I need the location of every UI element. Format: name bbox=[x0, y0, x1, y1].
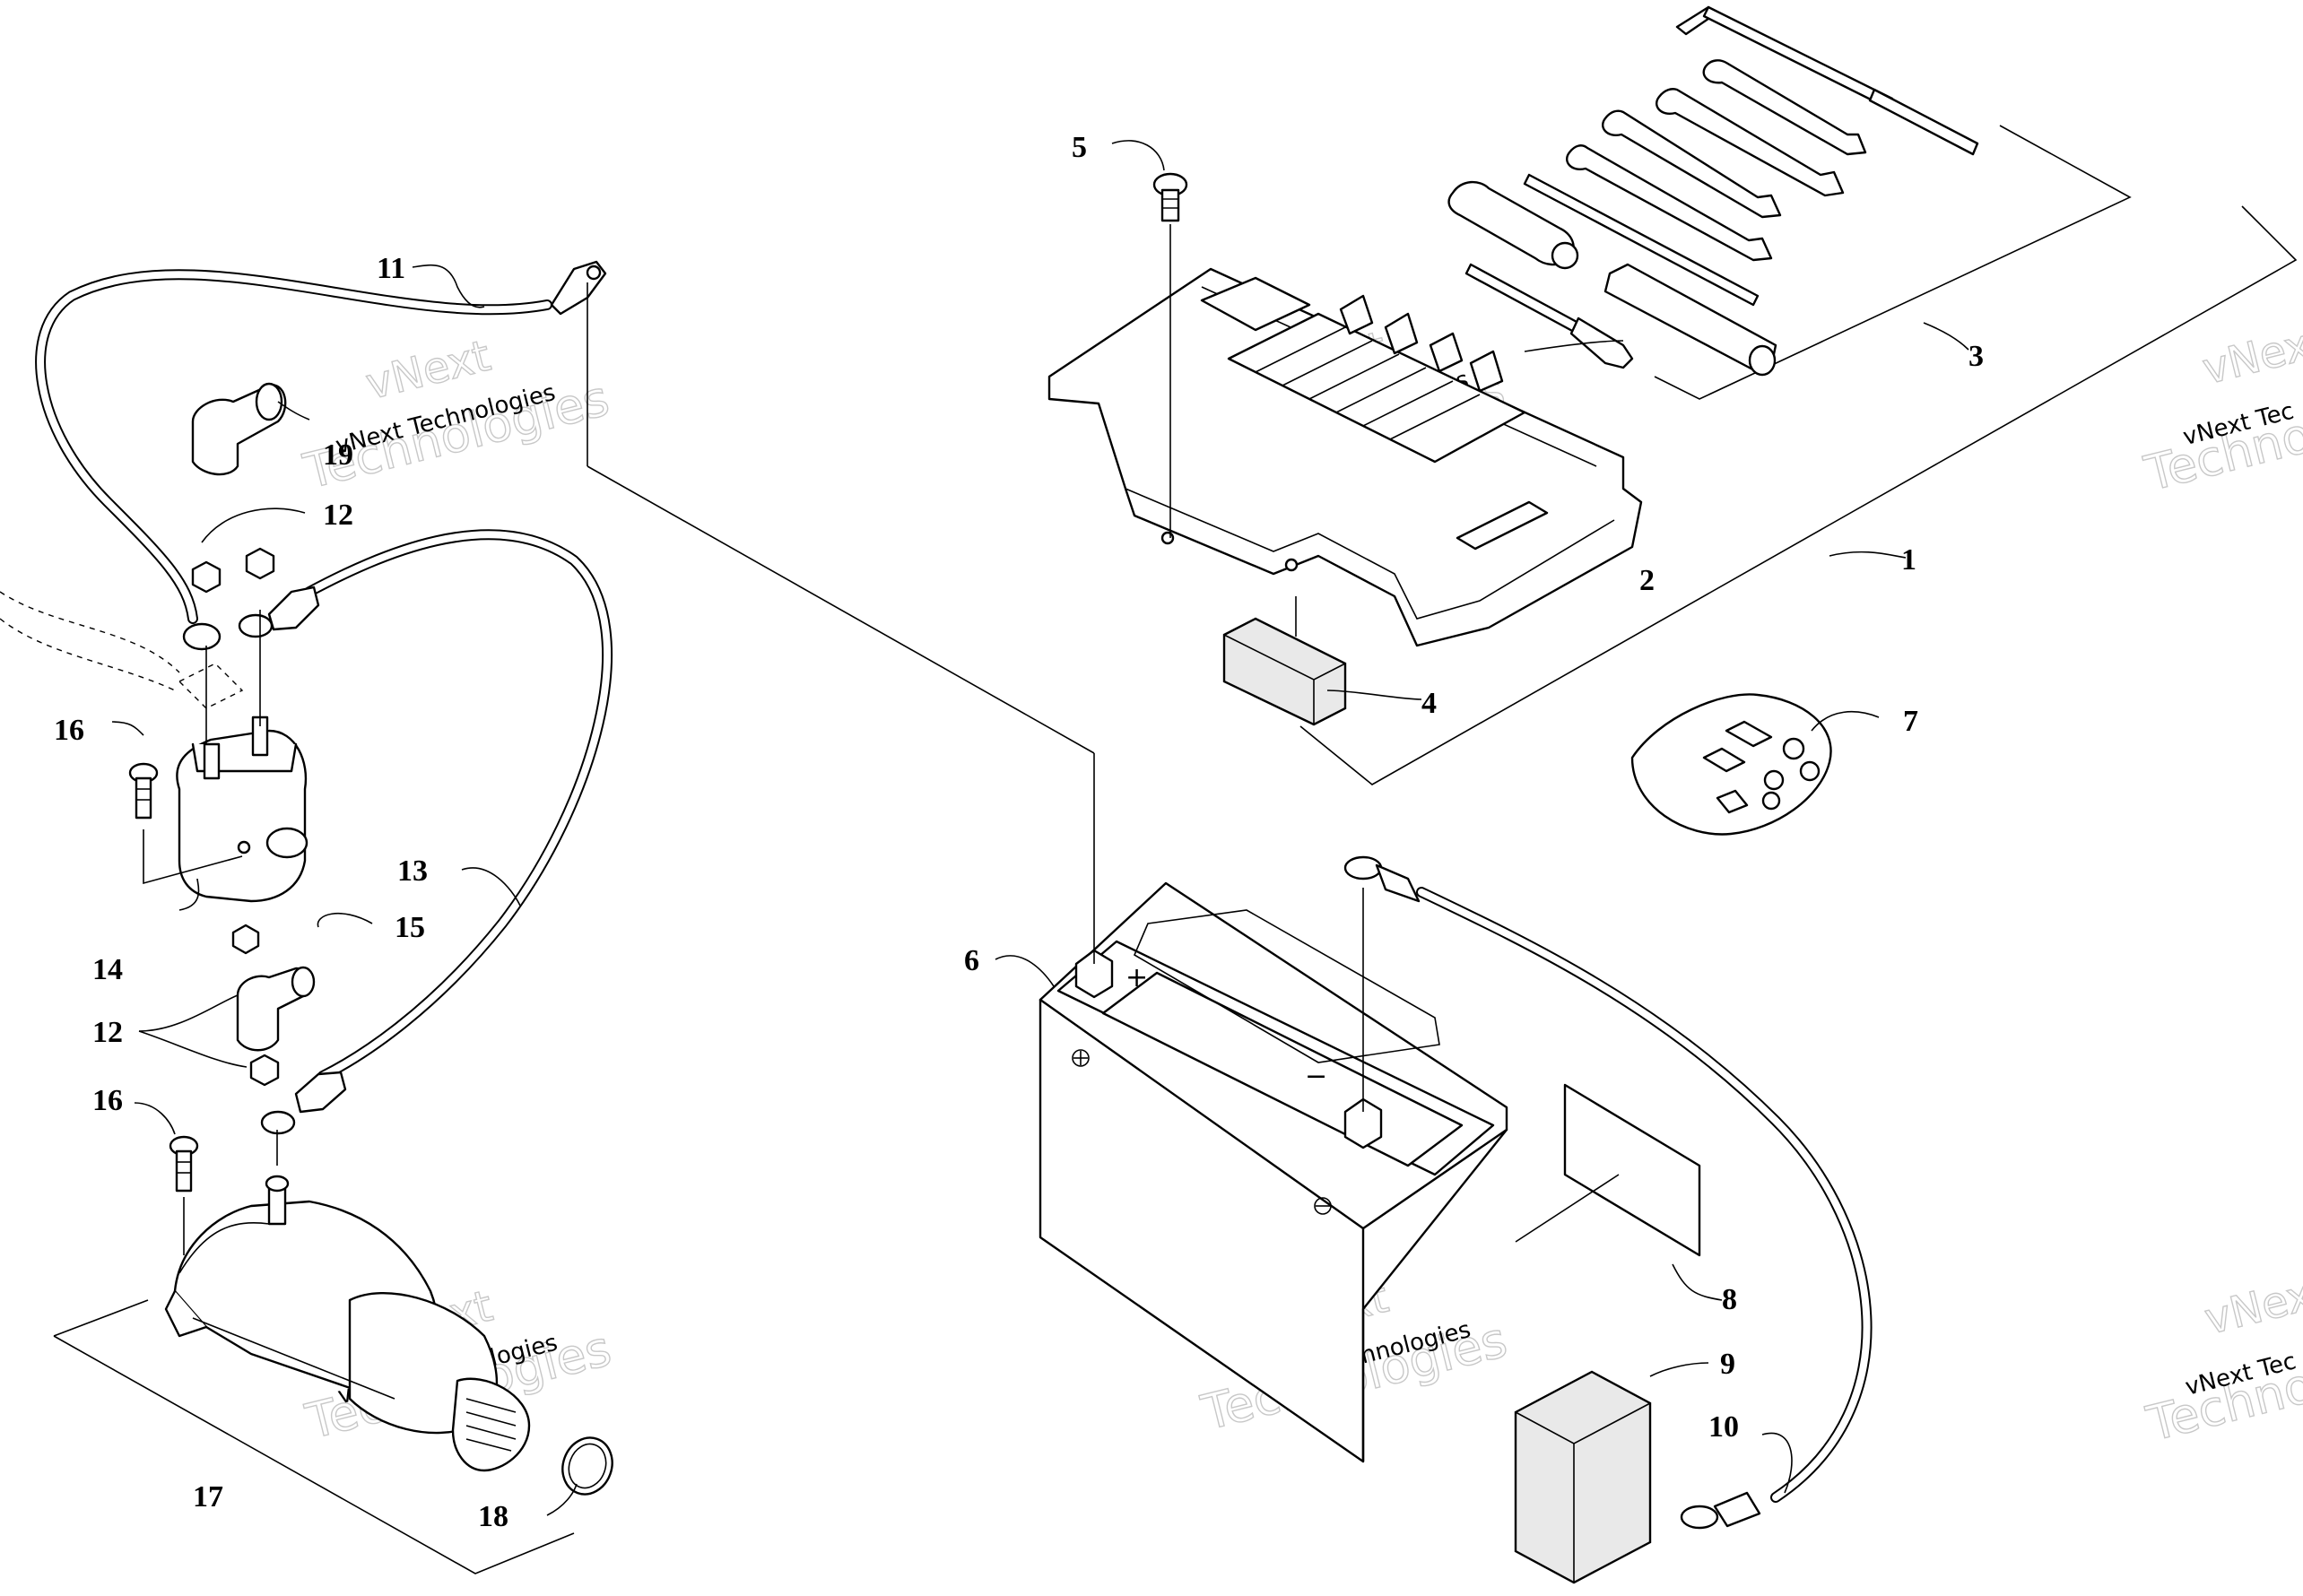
callout-8: 8 bbox=[1722, 1283, 1737, 1316]
callout-19: 19 bbox=[323, 438, 353, 472]
bolt-5 bbox=[1152, 172, 1188, 538]
nut-12-low bbox=[249, 1054, 280, 1087]
bolt-16-bottom bbox=[169, 1135, 199, 1255]
terminal-boot-19 bbox=[191, 382, 287, 476]
svg-text:vNext: vNext bbox=[2198, 316, 2303, 395]
battery-plus-mark: + bbox=[1125, 962, 1148, 993]
battery-label-8 bbox=[1515, 1083, 1701, 1257]
callout-7: 7 bbox=[1903, 705, 1918, 738]
solenoid-14 bbox=[143, 610, 309, 903]
callout-leaders bbox=[111, 140, 1969, 1516]
callout-18: 18 bbox=[478, 1500, 508, 1533]
nut-12-top bbox=[191, 547, 275, 594]
battery-minus-mark: − bbox=[1305, 1061, 1327, 1092]
callout-1: 1 bbox=[1901, 543, 1916, 577]
watermark-right-top: vNext Technologies vNext Tec bbox=[2138, 315, 2303, 503]
callout-3: 3 bbox=[1968, 340, 1984, 373]
callout-13: 13 bbox=[397, 854, 428, 888]
tool-tray-2 bbox=[1047, 267, 1643, 647]
callout-16-top: 16 bbox=[54, 714, 84, 747]
watermark-right-bottom: vNext Technologies vNext Tec bbox=[2141, 1265, 2303, 1453]
callout-11: 11 bbox=[377, 252, 405, 285]
nut-12-mid bbox=[231, 924, 260, 955]
callout-9: 9 bbox=[1720, 1348, 1735, 1381]
callout-14: 14 bbox=[92, 953, 123, 986]
callout-4: 4 bbox=[1421, 687, 1437, 720]
tool-kit-3 bbox=[1447, 5, 1979, 377]
starter-motor-17 bbox=[53, 1130, 575, 1574]
callout-16-bottom: 16 bbox=[92, 1084, 123, 1117]
callout-numbers: 1 2 3 4 5 6 7 8 9 10 11 12 12 13 14 15 1… bbox=[54, 131, 1984, 1533]
callout-15: 15 bbox=[395, 911, 425, 944]
hardware-kit-7 bbox=[1630, 693, 1832, 836]
ground-wire-dashed bbox=[0, 591, 244, 709]
callout-10: 10 bbox=[1708, 1410, 1739, 1444]
starter-cable-11 bbox=[35, 260, 1095, 964]
callout-12-top: 12 bbox=[323, 499, 353, 532]
bolt-16-top bbox=[128, 762, 159, 820]
callout-12-bottom: 12 bbox=[92, 1016, 123, 1049]
foam-block-9 bbox=[1514, 1370, 1652, 1584]
callout-17: 17 bbox=[193, 1480, 223, 1514]
callout-2: 2 bbox=[1639, 564, 1655, 597]
foam-block-4 bbox=[1222, 596, 1347, 726]
svg-text:vNext: vNext bbox=[2200, 1266, 2303, 1345]
terminal-boot-15 bbox=[236, 966, 316, 1052]
starter-cable-13 bbox=[238, 529, 613, 1135]
o-ring-18 bbox=[561, 1436, 613, 1496]
battery-cable-10 bbox=[1343, 855, 1873, 1530]
callout-5: 5 bbox=[1072, 131, 1087, 164]
callout-6: 6 bbox=[964, 944, 979, 977]
kit-bracket-1 bbox=[1299, 125, 2298, 785]
